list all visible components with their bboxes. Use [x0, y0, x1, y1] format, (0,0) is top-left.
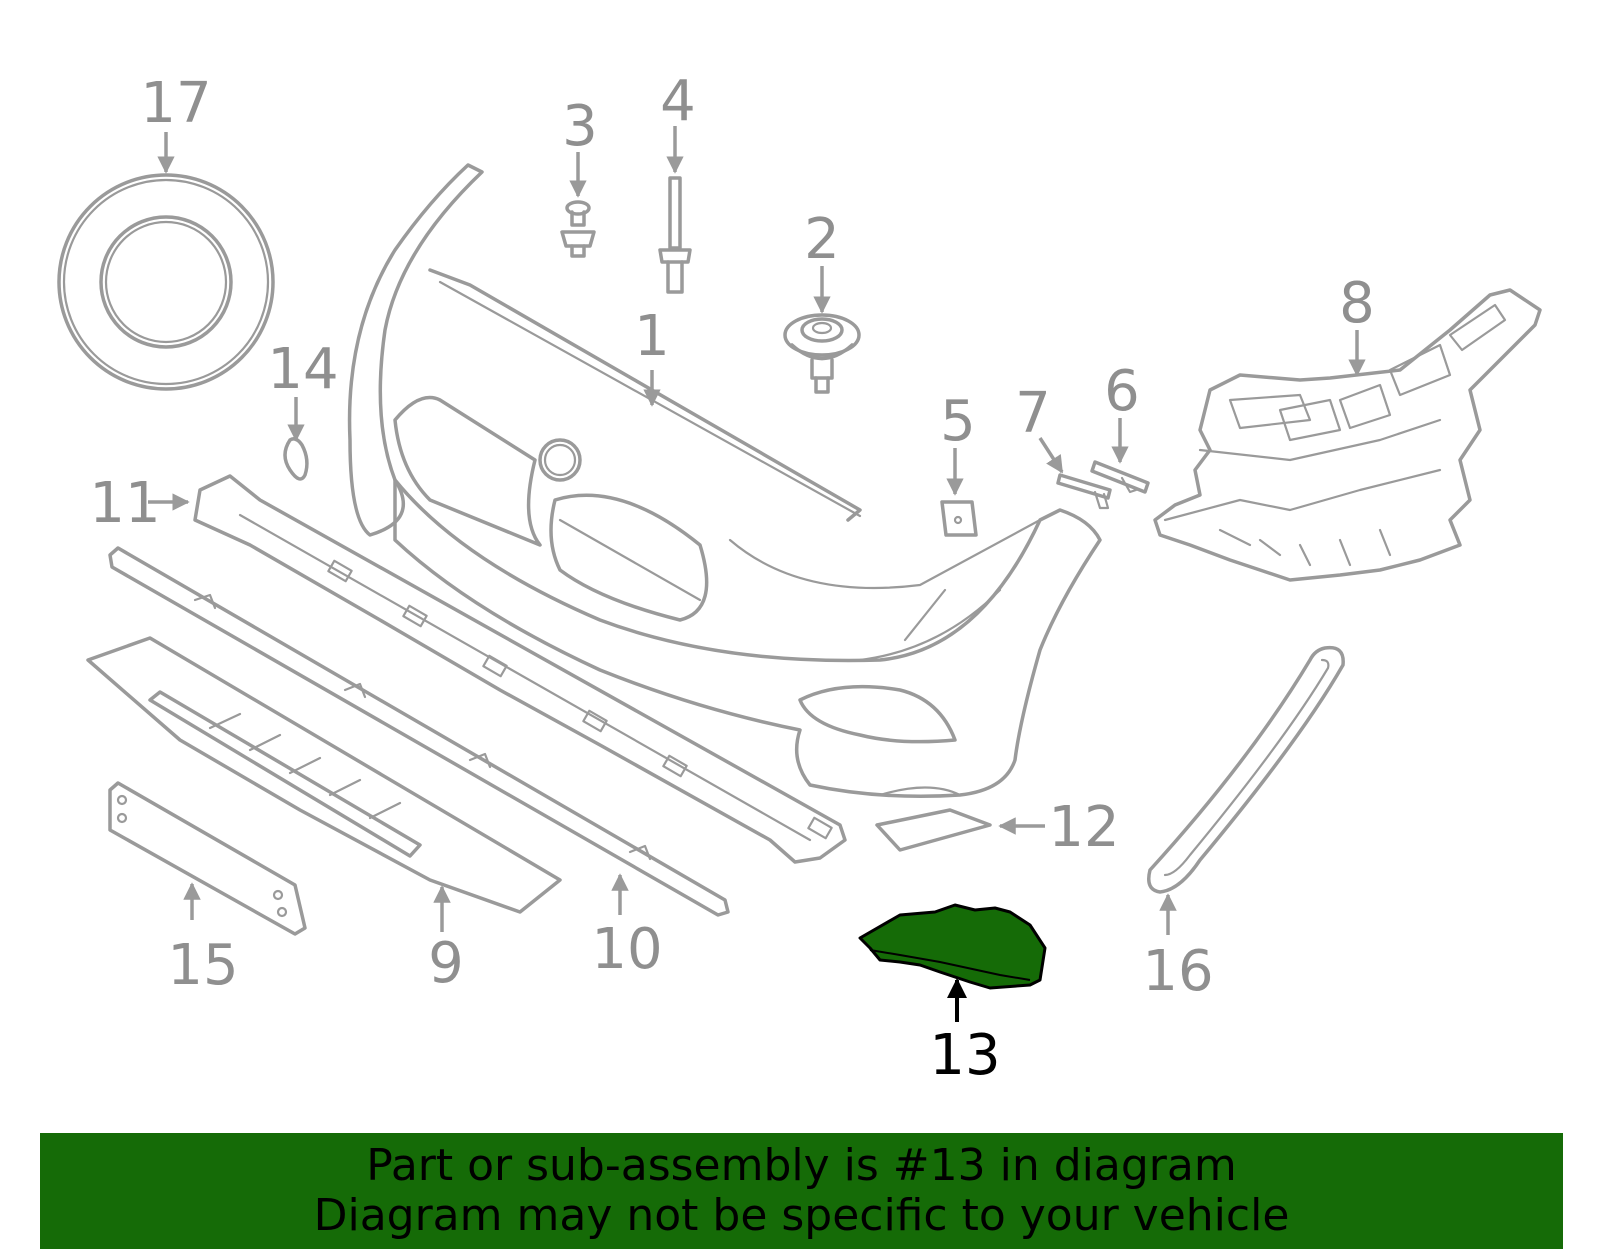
- svg-text:3: 3: [562, 94, 598, 159]
- callout-11: 11: [89, 471, 190, 536]
- callout-7: 7: [1015, 381, 1064, 474]
- svg-text:10: 10: [591, 917, 662, 982]
- svg-text:12: 12: [1048, 795, 1119, 860]
- svg-text:5: 5: [940, 389, 976, 454]
- callout-15: 15: [167, 882, 239, 998]
- svg-text:11: 11: [89, 471, 160, 536]
- part-9-deflector: [86, 636, 562, 914]
- part-2-grommet: [783, 313, 861, 394]
- callout-14: 14: [267, 337, 339, 442]
- svg-text:16: 16: [1142, 939, 1213, 1004]
- part-8-side-bracket: [1153, 288, 1542, 582]
- part-11-carrier: [193, 474, 847, 864]
- svg-text:6: 6: [1104, 359, 1140, 424]
- banner-line-disclaimer: Diagram may not be specific to your vehi…: [313, 1190, 1290, 1241]
- part-5-nut: [940, 500, 978, 537]
- part-15-plate: [108, 781, 307, 936]
- part-17-emblem-ring: [57, 173, 275, 391]
- svg-text:2: 2: [804, 207, 840, 272]
- callout-3: 3: [562, 94, 598, 198]
- callout-5: 5: [940, 389, 976, 496]
- banner-line-part-number: Part or sub-assembly is #13 in diagram: [366, 1140, 1237, 1191]
- svg-text:7: 7: [1015, 381, 1051, 446]
- callout-12: 12: [998, 795, 1120, 860]
- callout-10: 10: [591, 873, 663, 982]
- callout-1: 1: [634, 304, 670, 407]
- svg-text:1: 1: [634, 304, 670, 369]
- part-4-push-pin: [658, 176, 692, 294]
- part-13-highlighted-cover: [858, 903, 1047, 990]
- info-banner: Part or sub-assembly is #13 in diagram D…: [40, 1133, 1563, 1249]
- svg-text:4: 4: [660, 69, 696, 134]
- part-10-strip: [108, 546, 730, 917]
- svg-text:9: 9: [428, 931, 464, 996]
- part-14-clip: [283, 437, 309, 481]
- parts-diagram: 17 3 4 2 1 14 5 7 6 8 11 12: [57, 69, 1542, 1088]
- callout-6: 6: [1104, 359, 1140, 464]
- part-12-reflector: [875, 808, 992, 852]
- svg-text:8: 8: [1339, 271, 1375, 336]
- part-16-trim: [1147, 645, 1345, 894]
- svg-text:13: 13: [929, 1023, 1000, 1088]
- part-7-bracket: [1056, 473, 1112, 510]
- callout-13-active: 13: [929, 978, 1001, 1088]
- callout-17: 17: [140, 71, 212, 174]
- callout-16: 16: [1142, 893, 1214, 1004]
- svg-text:14: 14: [267, 337, 338, 402]
- part-6-bracket: [1090, 460, 1150, 494]
- callout-4: 4: [660, 69, 696, 174]
- svg-text:15: 15: [167, 933, 238, 998]
- part-1-bumper-cover: [347, 163, 1102, 798]
- svg-text:17: 17: [140, 71, 211, 136]
- part-3-clip: [560, 200, 596, 258]
- callout-9: 9: [428, 885, 464, 996]
- callout-2: 2: [804, 207, 840, 314]
- callout-8: 8: [1339, 271, 1375, 377]
